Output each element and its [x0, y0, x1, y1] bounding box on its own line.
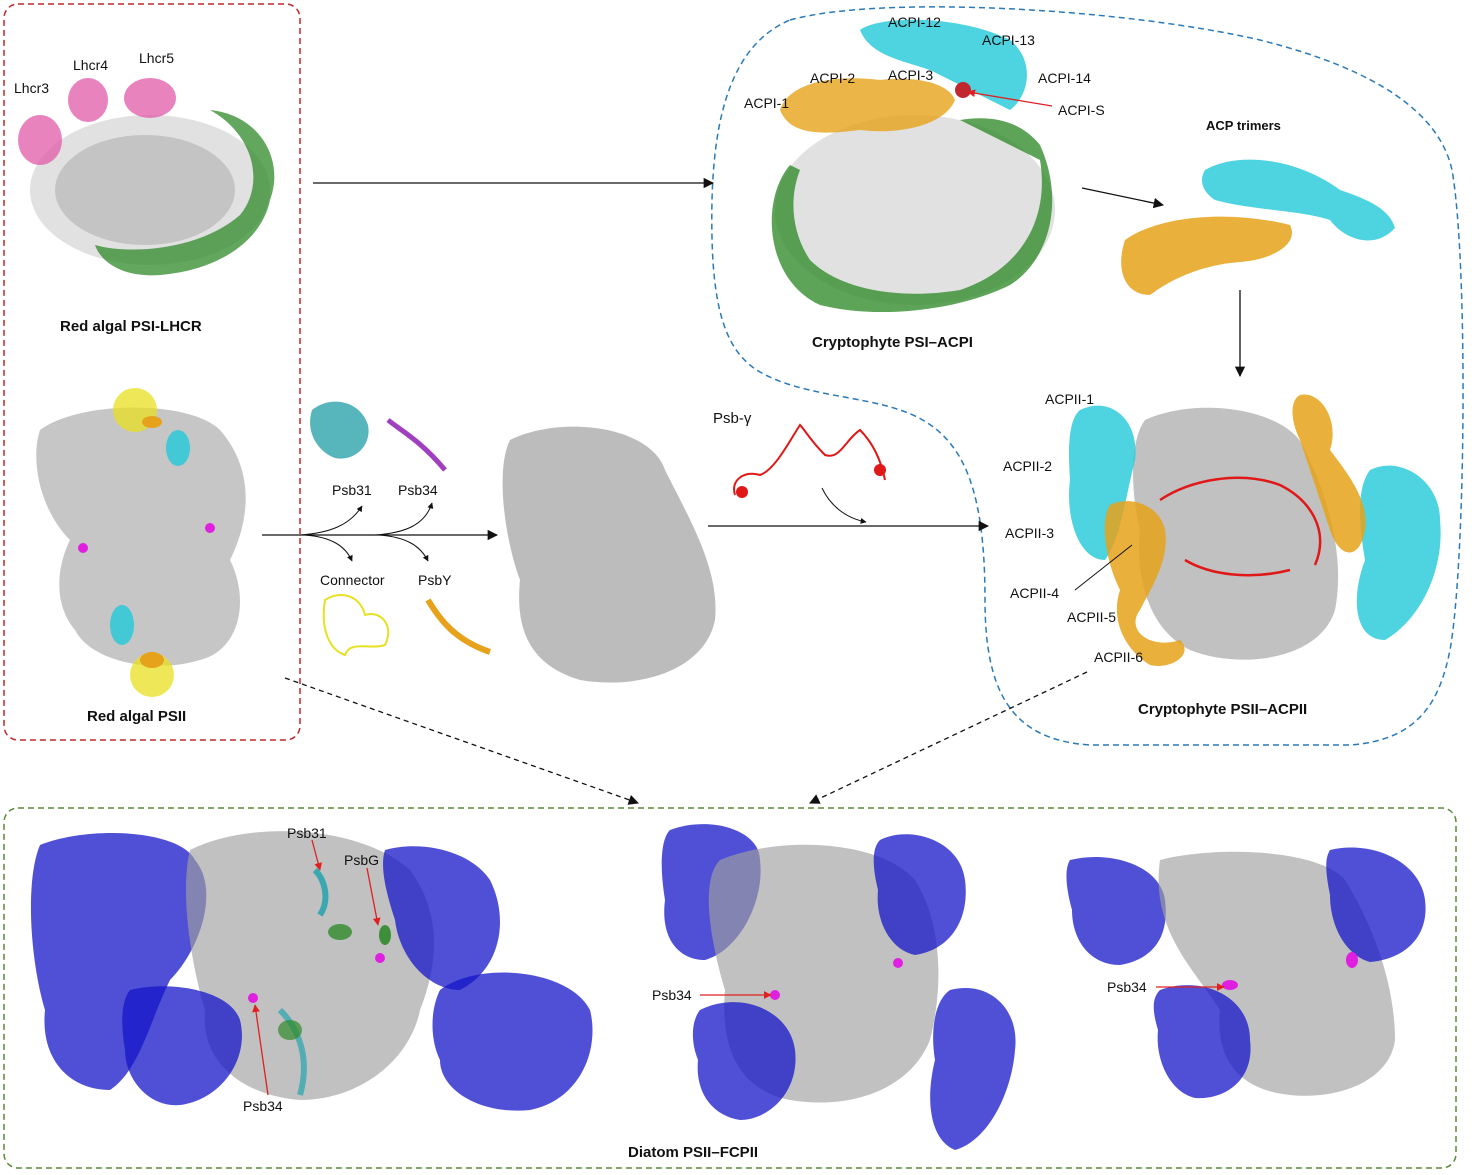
title-cryptophyte-psii-acpii: Cryptophyte PSII–ACPII — [1138, 701, 1308, 718]
dashed-arrow-crypto-to-diatom — [809, 671, 1088, 804]
diatom-psb34-pointer-1 — [252, 1004, 269, 1096]
diatom-psbg-pointer — [366, 867, 381, 926]
arrow-to-psb34 — [374, 502, 434, 536]
title-red-algal-psi-lhcr: Red algal PSI-LHCR — [60, 318, 202, 335]
arrow-to-psb31 — [299, 505, 363, 536]
arrow-to-psby — [379, 534, 429, 562]
title-acp-trimers: ACP trimers — [1206, 118, 1281, 133]
label-acpii-5: ACPII-5 — [1067, 609, 1117, 625]
label-lhcr5: Lhcr5 — [139, 50, 175, 66]
label-acpi-s: ACPI-S — [1058, 102, 1105, 118]
label-acpi-12: ACPI-12 — [888, 14, 941, 30]
arrow-psb-gamma-addition — [821, 487, 867, 524]
label-acpii-1: ACPII-1 — [1045, 391, 1095, 407]
title-cryptophyte-psi-acpi: Cryptophyte PSI–ACPI — [812, 334, 973, 351]
diatom-psii-fcpii-structure-1 — [30, 831, 593, 1111]
red-algal-psi-lhcr-structure — [18, 78, 275, 276]
diatom-psb31-pointer — [311, 839, 322, 871]
psb31-structure — [310, 401, 369, 459]
cryptophyte-psii-acpii-structure — [1069, 394, 1441, 666]
label-diatom-psb34-1: Psb34 — [243, 1098, 283, 1114]
label-acpi-3: ACPI-3 — [888, 67, 934, 83]
diatom-psii-fcpii-structure-3 — [1066, 847, 1426, 1099]
red-algal-psii-structure — [36, 388, 246, 697]
label-psb31: Psb31 — [332, 482, 372, 498]
label-psb34: Psb34 — [398, 482, 438, 498]
red-algae-frame — [3, 3, 301, 741]
label-lhcr4: Lhcr4 — [73, 57, 109, 73]
arrow-to-connector — [304, 534, 353, 562]
diatom-frame — [3, 807, 1457, 1169]
label-psby: PsbY — [418, 572, 452, 588]
label-connector: Connector — [320, 572, 385, 588]
diatom-psii-fcpii-structure-2 — [661, 824, 1016, 1150]
cryptophyte-psi-acpi-structure — [771, 19, 1055, 313]
label-diatom-psb34-2: Psb34 — [652, 987, 692, 1003]
label-acpii-2: ACPII-2 — [1003, 458, 1053, 474]
psii-core-structure — [502, 426, 716, 683]
arrow-psi-acpi-to-trimers — [1081, 187, 1165, 209]
title-red-algal-psii: Red algal PSII — [87, 708, 187, 725]
cryptophyte-frame — [711, 6, 1464, 746]
psb-gamma-structure — [733, 423, 886, 498]
label-diatom-psb31: Psb31 — [287, 825, 327, 841]
psby-structure — [425, 598, 491, 655]
label-acpi-14: ACPI-14 — [1038, 70, 1091, 86]
title-diatom-psii-fcpii: Diatom PSII–FCPII — [628, 1144, 759, 1161]
label-acpi-13: ACPI-13 — [982, 32, 1035, 48]
label-acpi-1: ACPI-1 — [744, 95, 790, 111]
dashed-arrow-red-to-diatom — [284, 677, 639, 805]
connector-structure — [322, 594, 390, 657]
label-acpii-4: ACPII-4 — [1010, 585, 1060, 601]
label-lhcr3: Lhcr3 — [14, 80, 50, 96]
acpii-4-pointer — [1074, 544, 1133, 591]
label-diatom-psbg: PsbG — [344, 852, 380, 868]
label-psb-gamma: Psb-γ — [713, 410, 752, 427]
acp-trimers-structure — [1121, 159, 1395, 295]
label-acpii-6: ACPII-6 — [1094, 649, 1144, 665]
label-acpii-3: ACPII-3 — [1005, 525, 1055, 541]
label-acpi-2: ACPI-2 — [810, 70, 856, 86]
psb34-structure — [386, 418, 447, 472]
acpi-s-pointer — [967, 89, 1053, 107]
label-diatom-psb34-3: Psb34 — [1107, 979, 1147, 995]
